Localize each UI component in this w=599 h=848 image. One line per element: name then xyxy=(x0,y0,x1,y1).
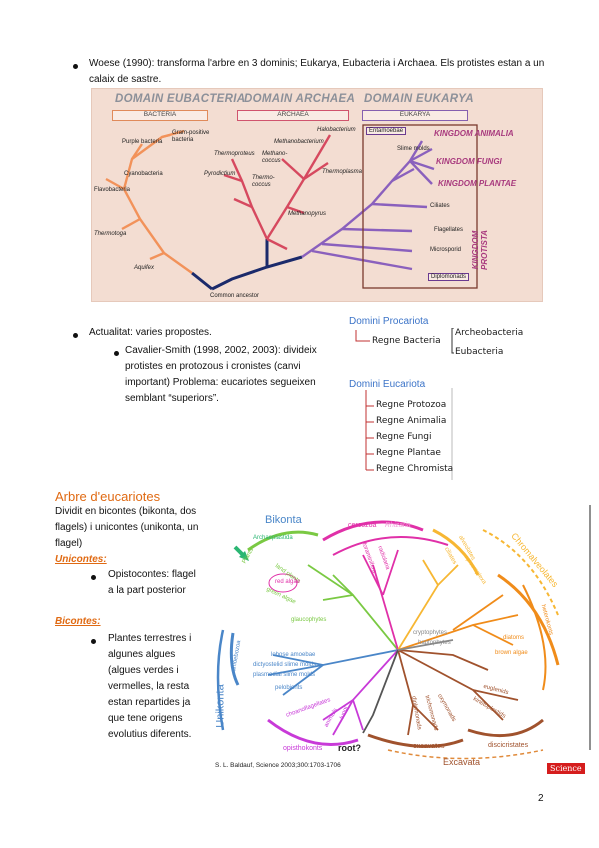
tree2-credit: S. L. Baldauf, Science 2003;300:1703-170… xyxy=(215,762,341,769)
group-excavata: Excavata xyxy=(443,757,481,767)
actualitat-text: Actualitat: varies propostes. xyxy=(89,327,212,338)
eukaryote-tree-figure: Bikonta cercozoa Rhizaria alveolates Chr… xyxy=(213,505,591,775)
kingdom-plantae-label: KINGDOM PLANTAE xyxy=(438,179,517,188)
label-microsporid: Microsporid xyxy=(430,247,462,253)
regne-chromista: Regne Chromista xyxy=(376,464,454,474)
group-archaeplastida: Archaeplastida xyxy=(253,535,293,541)
leaf-lobose-amoebae: lobose amoebae xyxy=(271,652,316,658)
bicontes-heading: Bicontes: xyxy=(55,616,101,627)
tree2-branches xyxy=(216,505,591,760)
domini-procariota-heading: Domini Procariota xyxy=(349,316,429,327)
eukarya-box: EUKARYA xyxy=(362,110,468,121)
unicontes-heading: Unicontes: xyxy=(55,554,107,565)
eubacteria: Eubacteria xyxy=(455,347,504,357)
leaf-pelobionts: pelobionts xyxy=(275,685,303,691)
group-unikonta: Unikonta xyxy=(214,684,227,728)
label-slime-molds: Slime molds xyxy=(397,146,430,152)
bullet-dot xyxy=(73,333,78,338)
group-rhizaria: Rhizaria xyxy=(385,522,411,529)
archeobacteria: Archeobacteria xyxy=(455,328,524,338)
label-cyanobacteria: Cyanobacteria xyxy=(124,171,163,177)
label-thermoplasma: Thermoplasma xyxy=(322,169,363,175)
group-discicristates: discicristates xyxy=(488,742,529,749)
cavalier-smith-text: Cavalier-Smith (1998, 2002, 2003): divid… xyxy=(125,345,317,404)
domain-archaea-header: DOMAIN ARCHAEA xyxy=(244,93,356,105)
label-gram-positive: Gram-positive bacteria xyxy=(172,130,210,143)
label-halobacterium: Halobacterium xyxy=(317,127,356,133)
bicontes-text: Plantes terrestres i algunes algues (alg… xyxy=(108,633,192,740)
leaf-plasmodial: plasmodial slime molds xyxy=(253,672,316,678)
label-diplomonads: Diplomonads xyxy=(428,273,470,281)
page-number: 2 xyxy=(538,793,544,804)
domain-eukarya-header: DOMAIN EUKARYA xyxy=(364,93,474,105)
three-domain-tree-figure: DOMAIN EUBACTERIA DOMAIN ARCHAEA DOMAIN … xyxy=(91,88,543,302)
bullet-dot xyxy=(91,639,96,644)
woese-paragraph: Woese (1990): transforma l'arbre en 3 do… xyxy=(89,58,545,85)
kingdom-animalia-label: KINGDOM ANIMALIA xyxy=(434,129,514,138)
domain-eubacteria-header: DOMAIN EUBACTERIA xyxy=(115,93,246,105)
label-flavobacteria: Flavobacteria xyxy=(94,187,131,193)
label-thermotoga: Thermotoga xyxy=(94,231,127,237)
leaf-glaucophytes: glaucophytes xyxy=(291,617,327,623)
regne-fungi: Regne Fungi xyxy=(376,432,432,442)
label-methanobacterium: Methanobacterium xyxy=(274,139,324,145)
group-bikonta: Bikonta xyxy=(265,514,302,526)
label-methanococcus: Methano-coccus xyxy=(262,151,288,164)
group-root: root? xyxy=(338,743,361,753)
bullet-dot xyxy=(91,575,96,580)
leaf-red-algae: red algae xyxy=(275,579,301,585)
regne-protozoa: Regne Protozoa xyxy=(376,400,447,410)
label-entamoebae: Entamoebae xyxy=(366,127,407,135)
group-excavates: excavates xyxy=(413,743,445,750)
label-thermococcus: Thermo-coccus xyxy=(252,175,275,188)
regne-bacteria: Regne Bacteria xyxy=(372,336,441,346)
section-intro: Dividit en bicontes (bikonta, dos flagel… xyxy=(55,506,199,549)
label-thermoproteus: Thermoproteus xyxy=(214,151,255,157)
science-logo: Science xyxy=(547,763,585,774)
kingdom-protista-label: KINGDOM PROTISTA xyxy=(471,230,489,270)
group-opisthokonts: opisthokonts xyxy=(283,745,323,752)
label-flagellates: Flagellates xyxy=(434,227,464,233)
unicontes-text: Opistocontes: flagel a la part posterior xyxy=(108,569,196,596)
label-ciliates: Ciliates xyxy=(430,203,450,209)
group-cercozoa: cercozoa xyxy=(348,522,377,529)
label-aquifex: Aquifex xyxy=(134,265,155,271)
leaf-cryptophytes: cryptophytes xyxy=(413,630,448,636)
tree1-branches xyxy=(105,124,478,291)
archaea-box: ARCHAEA xyxy=(237,110,349,121)
bullet-dot xyxy=(73,64,78,69)
domains-brackets xyxy=(355,328,454,480)
leaf-brown-algae: brown algae xyxy=(495,650,528,656)
regne-plantae: Regne Plantae xyxy=(376,448,441,458)
label-common-ancestor: Common ancestor xyxy=(210,293,260,299)
leaf-haptophytes: haptophytes xyxy=(418,640,451,646)
label-purple-bacteria: Purple bacteria xyxy=(122,139,163,145)
kingdom-fungi-label: KINGDOM FUNGI xyxy=(436,157,502,166)
label-methanopyrus: Methanopyrus xyxy=(288,211,327,217)
domini-eucariota-heading: Domini Eucariota xyxy=(349,379,426,390)
regne-animalia: Regne Animalia xyxy=(376,416,447,426)
section-title: Arbre d'eucariotes xyxy=(55,489,161,504)
label-pyrodictium: Pyrodictium xyxy=(204,171,236,177)
leaf-dictyostelid: dictyostelid slime molds xyxy=(253,662,317,668)
bullet-dot xyxy=(114,351,119,356)
leaf-diatoms: diatoms xyxy=(503,635,525,641)
bacteria-box: BACTERIA xyxy=(112,110,208,121)
